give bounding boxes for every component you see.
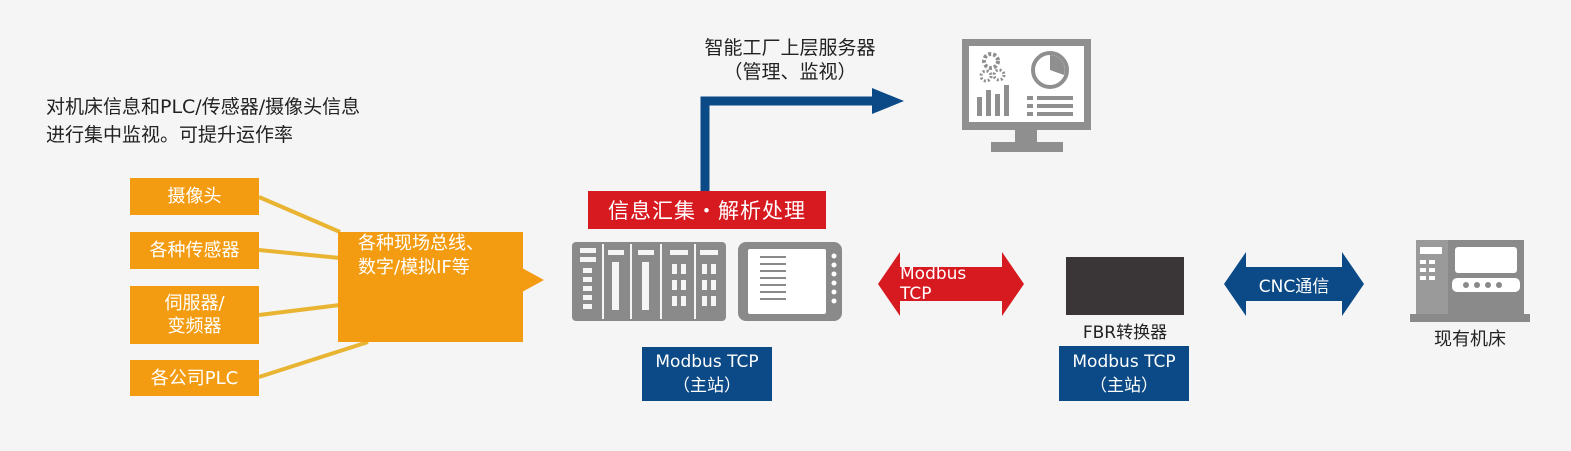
fieldbus-pointer xyxy=(522,268,544,292)
master-box-left: Modbus TCP （主站） xyxy=(642,347,772,401)
plc-rack-icon xyxy=(572,242,726,321)
hmi-panel-icon xyxy=(738,242,842,321)
source-label-servo-line2: 变频器 xyxy=(167,316,222,337)
source-label-servo-line1: 伺服器/ xyxy=(164,293,225,314)
source-label-plc: 各公司PLC xyxy=(150,367,239,389)
fieldbus-box: 各种现场总线、 数字/模拟IF等 xyxy=(338,232,523,342)
server-arrow xyxy=(700,88,904,193)
modbus-double-arrow xyxy=(878,252,1024,316)
master-right-line-2: （主站） xyxy=(1090,375,1158,396)
machine-tool-icon xyxy=(1410,240,1530,322)
description-line-1: 对机床信息和PLC/传感器/摄像头信息 xyxy=(46,96,361,118)
source-connector-lines xyxy=(258,195,369,379)
source-label-sensors: 各种传感器 xyxy=(149,240,240,261)
source-box-sensors: 各种传感器 xyxy=(130,232,259,269)
master-left-line-1: Modbus TCP xyxy=(655,352,759,372)
fbr-converter-device xyxy=(1066,257,1184,315)
master-left-line-2: （主站） xyxy=(673,376,741,396)
monitor-icon xyxy=(962,39,1091,152)
fbr-converter-label: FBR转换器 xyxy=(1082,323,1168,343)
modbus-arrow-label: Modbus TCP xyxy=(900,264,967,304)
master-box-right: Modbus TCP （主站） xyxy=(1059,346,1189,401)
machine-label: 现有机床 xyxy=(1434,329,1506,350)
fieldbus-line-2: 数字/模拟IF等 xyxy=(358,257,470,278)
server-label: 智能工厂上层服务器 （管理、监视） xyxy=(690,36,890,84)
description-line-2: 进行集中监视。可提升运作率 xyxy=(46,124,294,146)
source-box-servo: 伺服器/ 变频器 xyxy=(130,286,259,344)
source-label-camera: 摄像头 xyxy=(167,186,222,207)
overview-description: 对机床信息和PLC/传感器/摄像头信息 进行集中监视。可提升运作率 xyxy=(46,93,360,149)
cnc-double-arrow xyxy=(1224,252,1364,316)
source-box-camera: 摄像头 xyxy=(130,178,259,215)
source-box-plc: 各公司PLC xyxy=(130,360,259,396)
fieldbus-line-1: 各种现场总线、 xyxy=(358,233,484,254)
master-right-line-1: Modbus TCP xyxy=(1072,351,1176,372)
cnc-arrow-label: CNC通信 xyxy=(1258,276,1330,297)
server-subtitle: （管理、监视） xyxy=(723,61,857,83)
processing-title: 信息汇集・解析处理 xyxy=(588,191,826,229)
server-title: 智能工厂上层服务器 xyxy=(704,37,876,59)
